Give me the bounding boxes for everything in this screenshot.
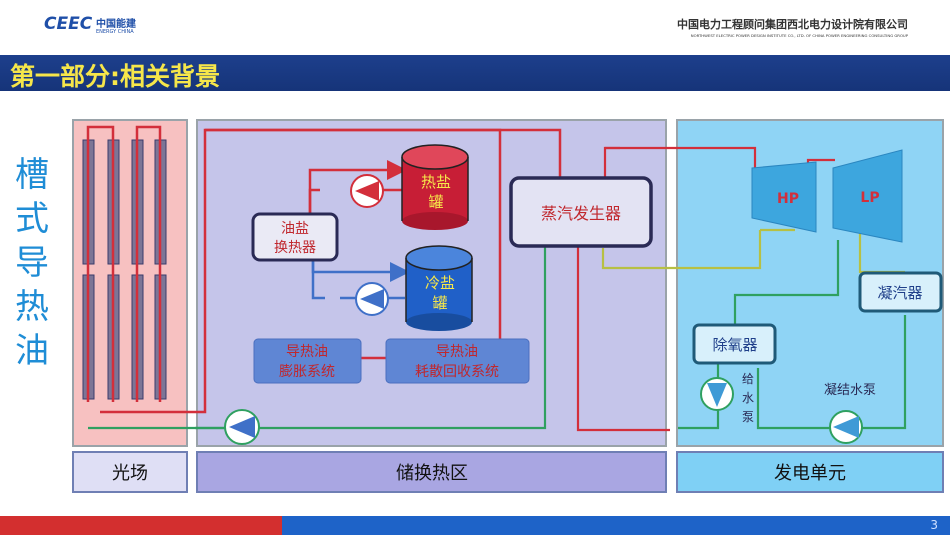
title-bar xyxy=(0,55,950,91)
oil-salt-hx-label: 油盐 xyxy=(281,221,309,237)
power-label: 发电单元 xyxy=(774,463,846,484)
ceec-logo: CEEC xyxy=(44,14,93,34)
solar-field-label-box: 光场 xyxy=(72,451,188,493)
feed-pump-label: 泵 xyxy=(742,410,754,424)
hp-turbine: HP xyxy=(751,161,817,233)
hot-salt-tank: 热盐 罐 xyxy=(401,144,469,230)
organization-name-en: NORTHWEST ELECTRIC POWER DESIGN INSTITUT… xyxy=(690,33,908,38)
hot-salt-pump xyxy=(350,174,384,208)
lp-turbine: LP xyxy=(832,149,903,243)
header xyxy=(0,0,950,46)
footer-bar-blue xyxy=(282,516,950,535)
expansion-label: 导热油 xyxy=(286,344,328,360)
side-title-char: 式 xyxy=(15,199,49,239)
power-label-box: 发电单元 xyxy=(676,451,944,493)
expansion-label: 膨胀系统 xyxy=(279,363,335,380)
organization-name-cn: 中国电力工程顾问集团西北电力设计院有限公司 xyxy=(677,18,908,31)
cold-salt-pump xyxy=(355,282,389,316)
slide-title: 第一部分:相关背景 xyxy=(10,62,220,91)
deaerator: 除氧器 xyxy=(692,323,777,365)
side-title-char: 导 xyxy=(15,243,49,283)
steam-generator-label: 蒸汽发生器 xyxy=(541,204,621,223)
deaerator-label: 除氧器 xyxy=(712,336,757,354)
hot-salt-tank-label: 罐 xyxy=(428,193,443,211)
steam-generator: 蒸汽发生器 xyxy=(509,176,653,248)
recovery-label: 导热油 xyxy=(436,344,478,360)
recovery-label: 耗散回收系统 xyxy=(415,364,499,380)
feed-pump-label: 给 xyxy=(742,372,754,386)
condenser: 凝汽器 xyxy=(858,271,943,313)
logo-name-cn: 中国能建 xyxy=(96,19,136,30)
cold-salt-tank: 冷盐 罐 xyxy=(405,245,473,331)
hp-turbine-label: HP xyxy=(777,191,799,207)
hot-salt-tank-label: 热盐 xyxy=(421,173,451,191)
condensate-pump xyxy=(829,410,863,444)
side-title-char: 槽 xyxy=(15,155,49,195)
logo-name-en: ENERGY CHINA xyxy=(96,29,134,35)
solar-field-label: 光场 xyxy=(112,463,148,484)
cold-salt-tank-label: 罐 xyxy=(432,294,447,312)
oil-circulation-pump xyxy=(224,409,260,445)
condenser-label: 凝汽器 xyxy=(877,284,922,302)
feed-water-pump xyxy=(700,377,734,411)
condensate-pump-label: 凝结水泵 xyxy=(824,382,876,398)
process-diagram: 热盐 罐 冷盐 罐 油盐 换热器 蒸汽发生器 xyxy=(72,119,944,493)
side-title-char: 油 xyxy=(15,331,49,371)
feed-pump-label: 水 xyxy=(742,391,754,405)
storage-label-box: 储换热区 xyxy=(196,451,667,493)
side-title-char: 热 xyxy=(15,287,49,327)
page-number: 3 xyxy=(930,518,938,532)
lp-turbine-label: LP xyxy=(860,190,879,206)
recovery-system: 导热油 耗散回收系统 xyxy=(385,338,530,384)
expansion-system: 导热油 膨胀系统 xyxy=(253,338,362,384)
oil-salt-hx-label: 换热器 xyxy=(274,239,316,256)
oil-salt-heat-exchanger: 油盐 换热器 xyxy=(251,212,339,262)
hot-oil-lines xyxy=(86,125,562,414)
footer-bar-red xyxy=(0,516,282,535)
storage-label: 储换热区 xyxy=(396,463,468,484)
side-title: 槽 式 导 热 油 xyxy=(12,153,52,373)
cold-salt-tank-label: 冷盐 xyxy=(425,274,455,292)
